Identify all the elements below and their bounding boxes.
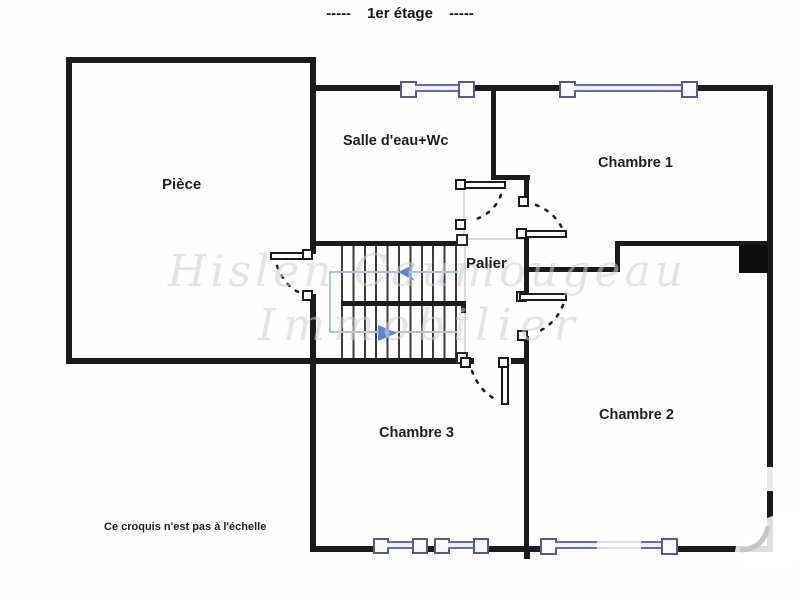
faded-corner-curve — [739, 525, 771, 553]
wall-salle-right — [491, 85, 496, 179]
window-salle-glazing — [415, 84, 460, 92]
door-arc-chambre2 — [536, 303, 565, 334]
window-chambre3a-glazing — [387, 541, 414, 549]
wall-piece-bottom — [66, 358, 316, 364]
stair-newel-top — [456, 234, 468, 246]
stairs-mid-landing-line — [341, 301, 465, 306]
door-leaf-chambre3 — [501, 366, 509, 405]
title-text: 1er étage — [367, 5, 433, 22]
page-title: ----- 1er étage ----- — [0, 5, 800, 22]
wall-piece-top — [66, 57, 316, 63]
title-dashes-right: ----- — [448, 5, 474, 22]
wall-bottom-3 — [489, 546, 543, 552]
stair-path-top — [330, 271, 458, 273]
wall-divider-step — [615, 243, 620, 272]
stairs-up-arrow-icon — [398, 264, 415, 281]
wall-piece-right-lower — [310, 294, 316, 366]
wall-palier-chambre3 — [310, 358, 474, 364]
wall-chambre1-left-stub — [524, 175, 529, 202]
door-arc-salle — [469, 193, 503, 223]
wall-chambre1-2-divider — [524, 267, 620, 272]
window-chambre1-frame-right — [681, 81, 698, 98]
window-chambre3a-frame-right — [412, 538, 428, 554]
fade-right-wall — [760, 467, 776, 491]
wall-bottom-1 — [310, 546, 376, 552]
door-jamb-piece — [302, 290, 313, 301]
stairs-mid-hook — [461, 301, 466, 313]
window-salle-frame-right — [458, 81, 475, 98]
room-label-chambre1: Chambre 1 — [598, 155, 673, 171]
room-label-chambre2: Chambre 2 — [599, 407, 674, 423]
wall-chambre3-door-jamb — [511, 358, 529, 364]
wall-chambre1-left-mid — [524, 237, 529, 296]
title-dashes-left: ----- — [326, 5, 352, 22]
door-jamb-salle — [455, 219, 466, 230]
watermark-line2: Immobilier — [258, 300, 583, 351]
wall-bottom-4 — [678, 546, 773, 552]
door-arc-piece — [275, 264, 303, 295]
room-label-palier: Palier — [466, 255, 507, 272]
wall-bottom-2 — [428, 546, 437, 552]
door-arc-chambre1 — [534, 203, 564, 230]
window-chambre3b-glazing — [448, 541, 475, 549]
palier-guide-horizontal — [463, 238, 525, 240]
door-leaf-chambre2 — [519, 293, 567, 301]
door-jamb-chambre3 — [460, 357, 471, 368]
door-arc-chambre3 — [470, 369, 499, 402]
door-hinge-chambre1 — [518, 196, 529, 207]
scale-disclaimer: Ce croquis n'est pas à l'échelle — [104, 521, 267, 533]
wall-top-2 — [475, 85, 562, 91]
wall-right — [767, 85, 773, 552]
door-hinge-piece — [302, 249, 313, 260]
wall-piece-right-upper — [310, 57, 316, 254]
room-label-piece: Pièce — [162, 176, 202, 193]
stairs-down-arrow-icon — [378, 325, 397, 341]
stair-path-left — [329, 271, 331, 333]
door-jamb-chambre2 — [517, 330, 528, 341]
watermark-line1: Hislen Caumougeau — [168, 246, 688, 297]
wall-piece-left — [66, 57, 72, 364]
window-chambre3b-frame-right — [473, 538, 489, 554]
wall-chambre1-bottom — [615, 241, 773, 246]
wall-chambre3-left — [310, 360, 316, 552]
room-label-salle-eau: Salle d'eau+Wc — [343, 133, 449, 149]
fade-window-chambre2 — [597, 537, 641, 553]
wall-top-3 — [697, 85, 773, 91]
wall-stairs-top — [310, 241, 464, 246]
wall-stub-bottom — [524, 546, 530, 559]
door-jamb-chambre1 — [516, 228, 527, 239]
window-chambre2-frame-right — [661, 538, 678, 555]
wall-chambre2-left — [524, 336, 529, 552]
window-chambre1-glazing — [574, 84, 683, 92]
chimney-block — [739, 245, 768, 273]
palier-guide-vertical — [463, 186, 465, 242]
wall-palier-top — [491, 175, 530, 180]
room-label-chambre3: Chambre 3 — [379, 425, 454, 441]
door-hinge-salle — [455, 179, 466, 190]
wall-top-1 — [310, 85, 402, 91]
